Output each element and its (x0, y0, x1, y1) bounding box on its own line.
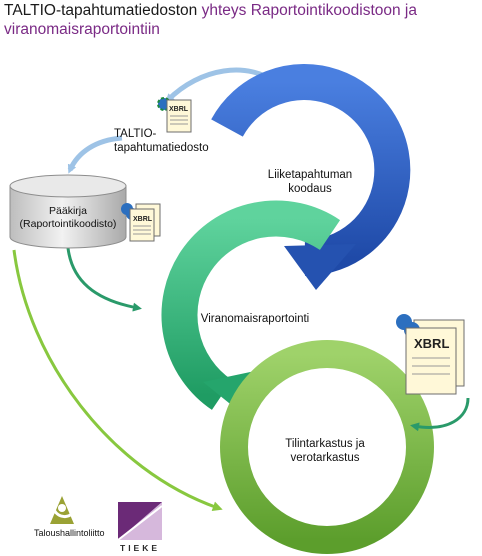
taloushallintoliitto-name: Taloushallintoliitto (34, 528, 105, 538)
ledger-to-audit-arrow (12, 249, 223, 512)
cycle-label-audit: Tilintarkastus ja verotarkastus (285, 438, 365, 464)
title-lead: TALTIO-tapahtumatiedoston (4, 2, 198, 19)
taloushallintoliitto-logo-mark (50, 496, 78, 524)
xbrl-to-audit-arrow (410, 397, 470, 432)
cycle-label-reporting: Viranomaisraportointi (200, 313, 310, 325)
green-cycle-ring (220, 340, 434, 554)
diagram-title: TALTIO-tapahtumatiedoston yhteys Raporto… (4, 1, 482, 39)
title-rest: yhteys Raportointikoodistoon ja viranoma… (4, 2, 417, 38)
xbrl-file-icon-large: XBRL (394, 312, 470, 401)
taltio-file-label: TALTIO- tapahtumatiedosto (114, 128, 209, 154)
file-to-ledger-arrow (67, 135, 123, 174)
xbrl-file-icon-top: XBRL (155, 96, 195, 141)
ledger-label: Pääkirja (Raportointikoodisto) (19, 205, 117, 230)
ledger-database-icon (9, 174, 127, 249)
xbrl-text: XBRL (169, 106, 189, 113)
ledger-to-reporting-arrow (66, 247, 142, 312)
xbrl-file-icon-ledger: XBRL (118, 200, 164, 251)
xbrl-text: XBRL (133, 216, 153, 223)
tieke-logo-mark (117, 502, 163, 541)
tieke-name: TIEKE (120, 543, 161, 553)
cycle-label-coding: Liiketapahtuman koodaus (267, 169, 353, 195)
xbrl-text: XBRL (414, 336, 449, 351)
blue-cycle-ring (211, 64, 411, 290)
